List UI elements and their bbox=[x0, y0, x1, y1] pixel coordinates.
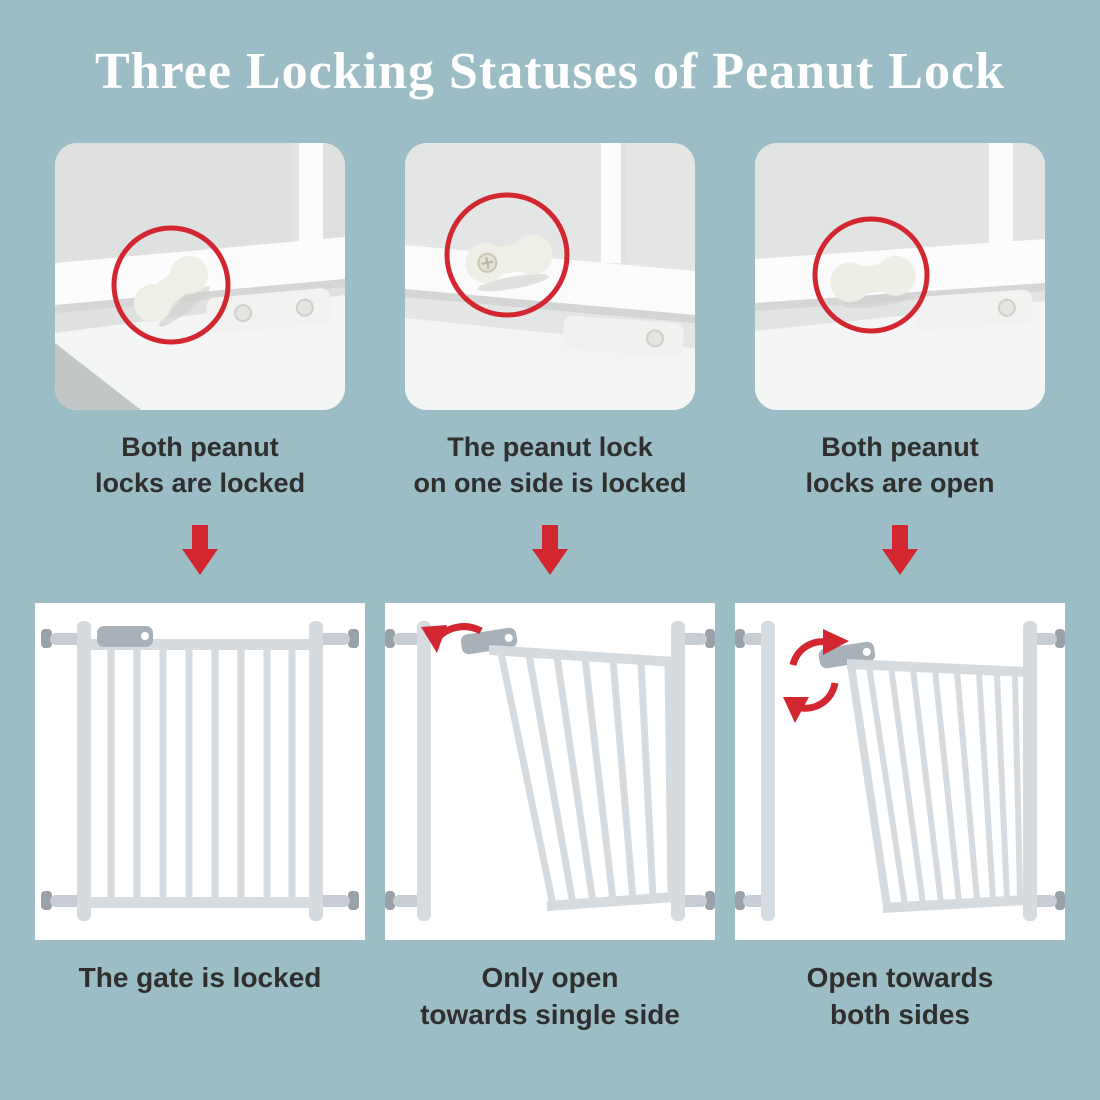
caption-line: Both peanut bbox=[121, 432, 279, 462]
photo-both-peanut-locks-open bbox=[755, 143, 1045, 410]
gate-behaviour-row: The gate is locked bbox=[0, 603, 1100, 1033]
caption-open-single-side: Only open towards single side bbox=[420, 960, 680, 1033]
peanut-lock-icon bbox=[133, 255, 211, 327]
pressure-knob-tips bbox=[735, 629, 1065, 911]
gate-bars bbox=[107, 650, 296, 898]
caption-line: The peanut lock bbox=[447, 432, 653, 462]
caption-line: Both peanut bbox=[821, 432, 979, 462]
gate-open-single-side-illustration bbox=[385, 603, 715, 941]
caption-open-both-sides: Open towards both sides bbox=[807, 960, 994, 1033]
peanut-lock-photo-both-locked bbox=[55, 143, 345, 410]
pressure-knobs bbox=[393, 633, 707, 908]
down-arrow-icon bbox=[532, 525, 568, 576]
mounting-bracket bbox=[206, 288, 332, 334]
photo-peanut-lock-one-side-locked bbox=[405, 143, 695, 410]
caption-gate-locked: The gate is locked bbox=[79, 960, 322, 996]
mounting-bracket bbox=[914, 289, 1034, 331]
red-circle-highlight bbox=[111, 225, 231, 345]
gate-column-both-open: Open towards both sides bbox=[735, 603, 1065, 1033]
gate-column-locked: The gate is locked bbox=[35, 603, 365, 1033]
peanut-lock-icon bbox=[830, 255, 916, 309]
gate-column-single-open: Only open towards single side bbox=[385, 603, 715, 1033]
caption-one-side-locked: The peanut lock on one side is locked bbox=[413, 430, 686, 501]
red-circle-highlight bbox=[812, 216, 930, 334]
swing-up-arrow bbox=[789, 629, 849, 667]
down-arrow-icon bbox=[882, 525, 918, 576]
photo-both-peanut-locks-locked bbox=[55, 143, 345, 410]
pressure-knob-tips bbox=[41, 629, 359, 911]
peanut-lock-photo-both-open bbox=[755, 143, 1045, 410]
caption-line: on one side is locked bbox=[413, 467, 687, 498]
gate-locked-illustration bbox=[35, 603, 365, 941]
lock-status-photo-row: Both peanut locks are locked bbox=[0, 143, 1100, 577]
caption-line: Open towards bbox=[806, 962, 994, 994]
lock-status-column-one-side-locked: The peanut lock on one side is locked bbox=[405, 143, 695, 577]
swing-down-arrow bbox=[783, 682, 839, 724]
gate-both-open-drawing bbox=[735, 603, 1065, 941]
caption-both-open: Both peanut locks are open bbox=[805, 430, 994, 501]
gate-open-both-sides-illustration bbox=[735, 603, 1065, 941]
red-circle-highlight bbox=[444, 192, 570, 318]
gate-latch bbox=[97, 626, 153, 648]
lock-status-column-both-locked: Both peanut locks are locked bbox=[55, 143, 345, 577]
caption-line: both sides bbox=[829, 998, 970, 1030]
mounting-bracket bbox=[562, 315, 684, 357]
page-title: Three Locking Statuses of Peanut Lock bbox=[95, 43, 1005, 100]
caption-line: locks are locked bbox=[94, 467, 306, 498]
pressure-knob-tips bbox=[385, 629, 715, 911]
down-arrow-icon bbox=[182, 525, 218, 576]
caption-both-locked: Both peanut locks are locked bbox=[95, 430, 305, 501]
caption-line: Only open bbox=[481, 962, 619, 994]
pressure-knobs bbox=[50, 633, 350, 908]
caption-line: towards single side bbox=[420, 998, 680, 1030]
lock-status-column-both-open: Both peanut locks are open bbox=[755, 143, 1045, 577]
gate-single-open-drawing bbox=[385, 603, 715, 941]
swing-direction-arrow bbox=[421, 623, 483, 654]
peanut-lock-photo-one-side-locked bbox=[405, 143, 695, 410]
gate-bars-swung bbox=[497, 652, 675, 906]
caption-line: The gate is locked bbox=[78, 962, 322, 994]
peanut-lock-icon bbox=[465, 234, 553, 292]
gate-bars-fanned bbox=[866, 665, 1023, 906]
gate-locked-drawing bbox=[35, 603, 365, 941]
caption-line: locks are open bbox=[805, 467, 995, 498]
